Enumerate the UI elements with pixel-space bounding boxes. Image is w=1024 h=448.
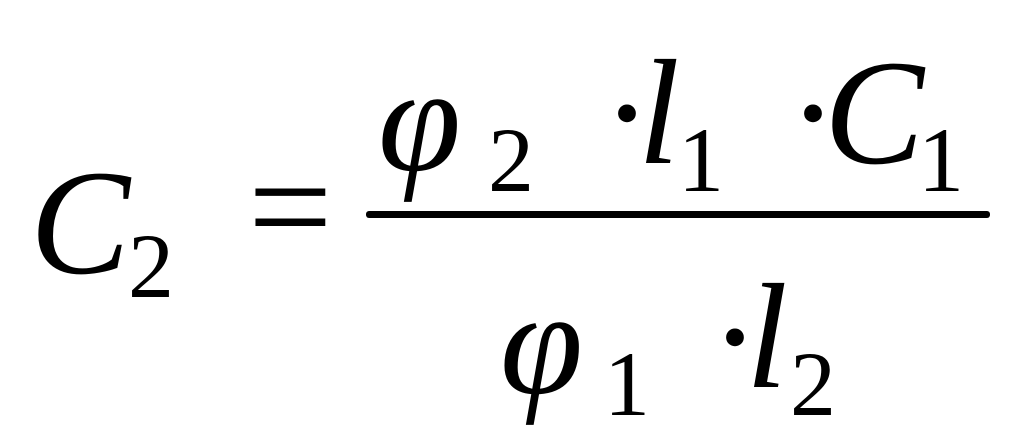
numerator-l-subscript: 1 — [678, 109, 724, 211]
equals-sign: = — [248, 124, 333, 290]
numerator-c: C — [824, 30, 925, 196]
lhs-subscript: 2 — [128, 215, 174, 317]
numerator-phi-subscript: 2 — [488, 109, 534, 211]
denominator-phi: φ — [500, 260, 583, 426]
denominator-l-subscript: 2 — [790, 333, 836, 435]
numerator-dot-2: · — [788, 30, 838, 196]
numerator-dot-1: · — [602, 30, 652, 196]
denominator-l: l — [746, 254, 788, 420]
fraction-bar — [366, 211, 990, 218]
numerator-phi: φ — [378, 37, 461, 203]
denominator-dot: · — [710, 254, 760, 420]
lhs-symbol: C — [30, 140, 131, 306]
numerator-l: l — [638, 30, 680, 196]
denominator-phi-subscript: 1 — [604, 333, 650, 435]
numerator-c-subscript: 1 — [918, 109, 964, 211]
